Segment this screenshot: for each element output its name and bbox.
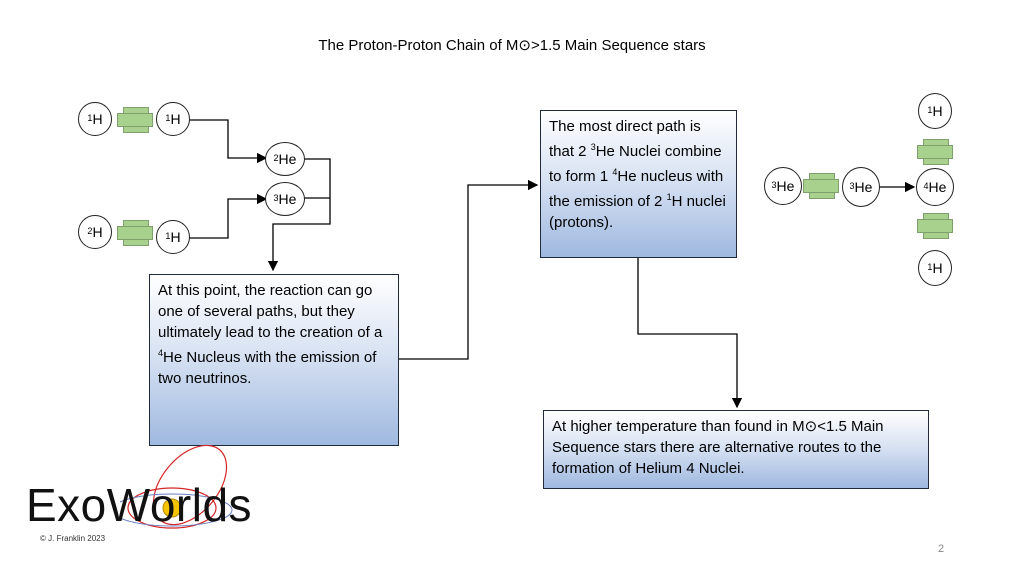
page-number: 2	[938, 543, 945, 555]
line-h1h1-to-he2	[188, 119, 268, 164]
logo-orbit-icon	[120, 444, 233, 529]
fusion-plus-icon	[117, 220, 153, 246]
emission-plus-icon	[917, 213, 953, 239]
line-reaction-to-direct	[398, 179, 539, 360]
direct-path-box: The most direct path is that 2 3He Nucle…	[540, 110, 737, 258]
fusion-plus-icon	[803, 173, 839, 199]
line-direct-to-higher	[637, 258, 743, 409]
higher-temperature-box: At higher temperature than found in M⊙<1…	[543, 410, 929, 489]
exoworlds-logo: ExoWorlds	[26, 479, 253, 531]
emission-plus-icon	[917, 139, 953, 165]
fusion-plus-icon	[117, 107, 153, 133]
reaction-paths-box: At this point, the reaction can go one o…	[149, 274, 399, 446]
line-he-to-reaction	[267, 158, 331, 272]
copyright-credit: © J. Franklin 2023	[40, 534, 106, 543]
line-h2h1-to-he3	[188, 193, 268, 239]
slide-title: The Proton-Proton Chain of M⊙>1.5 Main S…	[318, 37, 706, 54]
